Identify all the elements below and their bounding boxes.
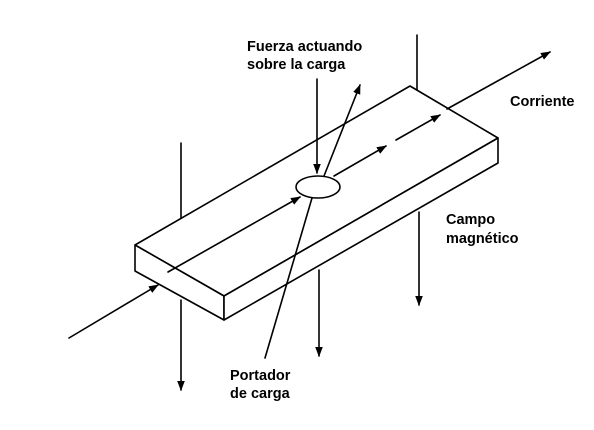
magnetic-field-label-line2: magnético <box>446 231 519 247</box>
magnetic-field-label-line1: Campo <box>446 212 495 228</box>
carrier-pointer-line <box>264 197 313 359</box>
charge-carrier-label-line2: de carga <box>230 386 291 402</box>
current-label: Corriente <box>510 94 574 110</box>
slab-right-face <box>223 137 499 321</box>
charge-carrier-ellipse <box>295 175 341 199</box>
force-arrow <box>323 84 361 177</box>
force-label-line1: Fuerza actuando <box>247 39 362 55</box>
conductor-slab <box>134 85 499 321</box>
current-path <box>68 51 551 339</box>
force-label-line2: sobre la carga <box>247 57 346 73</box>
charge-carrier-label-line1: Portador <box>230 368 291 384</box>
